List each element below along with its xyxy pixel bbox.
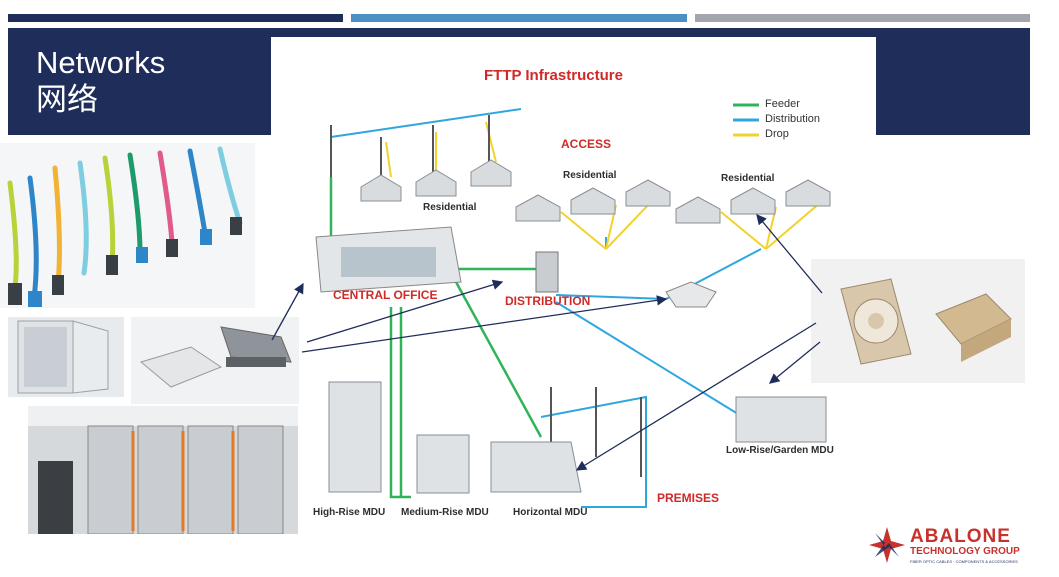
high-rise-mdu	[328, 381, 382, 493]
cable-box-photo	[811, 259, 1025, 383]
top-bar-gray	[695, 14, 1030, 22]
label-residential-3: Residential	[721, 173, 775, 184]
distribution-racks-photo	[28, 406, 298, 534]
fttp-diagram: FTTP Infrastructure Feeder Distribution …	[271, 37, 876, 537]
label-residential-1: Residential	[423, 202, 477, 213]
logo-line2: TECHNOLOGY GROUP	[910, 546, 1020, 557]
legend-distribution: Distribution	[765, 113, 821, 125]
label-high-rise-mdu: High-Rise MDU	[313, 507, 386, 518]
patch-cords-photo	[0, 143, 255, 308]
label-distribution: DISTRIBUTION	[505, 294, 591, 308]
company-logo: ABALONE TECHNOLOGY GROUP FIBER OPTIC CAB…	[866, 522, 1026, 570]
label-residential-2: Residential	[563, 170, 617, 181]
slide-title-english: Networks	[36, 45, 166, 80]
slide-title: Networks 网络	[36, 44, 165, 118]
central-office-building	[315, 226, 462, 293]
feeder-line	[454, 281, 543, 438]
top-bar-navy	[8, 14, 343, 22]
label-low-rise-mdu: Low-Rise/Garden MDU	[726, 445, 834, 456]
distribution-line	[330, 108, 522, 138]
logo-name: ABALONE	[910, 526, 1011, 547]
slide-title-chinese: 网络	[36, 82, 98, 117]
top-bar-blue	[351, 14, 687, 22]
legend-feeder: Feeder	[765, 98, 800, 110]
label-medium-rise-mdu: Medium-Rise MDU	[401, 507, 489, 518]
low-rise-mdu	[735, 396, 827, 443]
label-access: ACCESS	[561, 137, 612, 151]
logo-tagline: FIBER OPTIC CABLES · COMPONENTS & ACCESS…	[910, 559, 1018, 564]
distribution-cabinet	[535, 251, 559, 293]
label-central-office: CENTRAL OFFICE	[333, 288, 438, 302]
fttp-diagram-drawing	[315, 103, 831, 508]
abalone-star-icon	[869, 527, 905, 563]
medium-rise-mdu	[416, 434, 470, 494]
outdoor-cabinet-photo	[8, 317, 124, 397]
legend-drop: Drop	[765, 128, 789, 140]
distribution-line	[555, 301, 752, 423]
diagram-title: FTTP Infrastructure	[484, 67, 623, 84]
fiber-splice-box-photo	[131, 317, 299, 404]
horizontal-mdu	[490, 441, 582, 493]
label-horizontal-mdu: Horizontal MDU	[513, 507, 588, 518]
label-premises: PREMISES	[657, 491, 720, 505]
